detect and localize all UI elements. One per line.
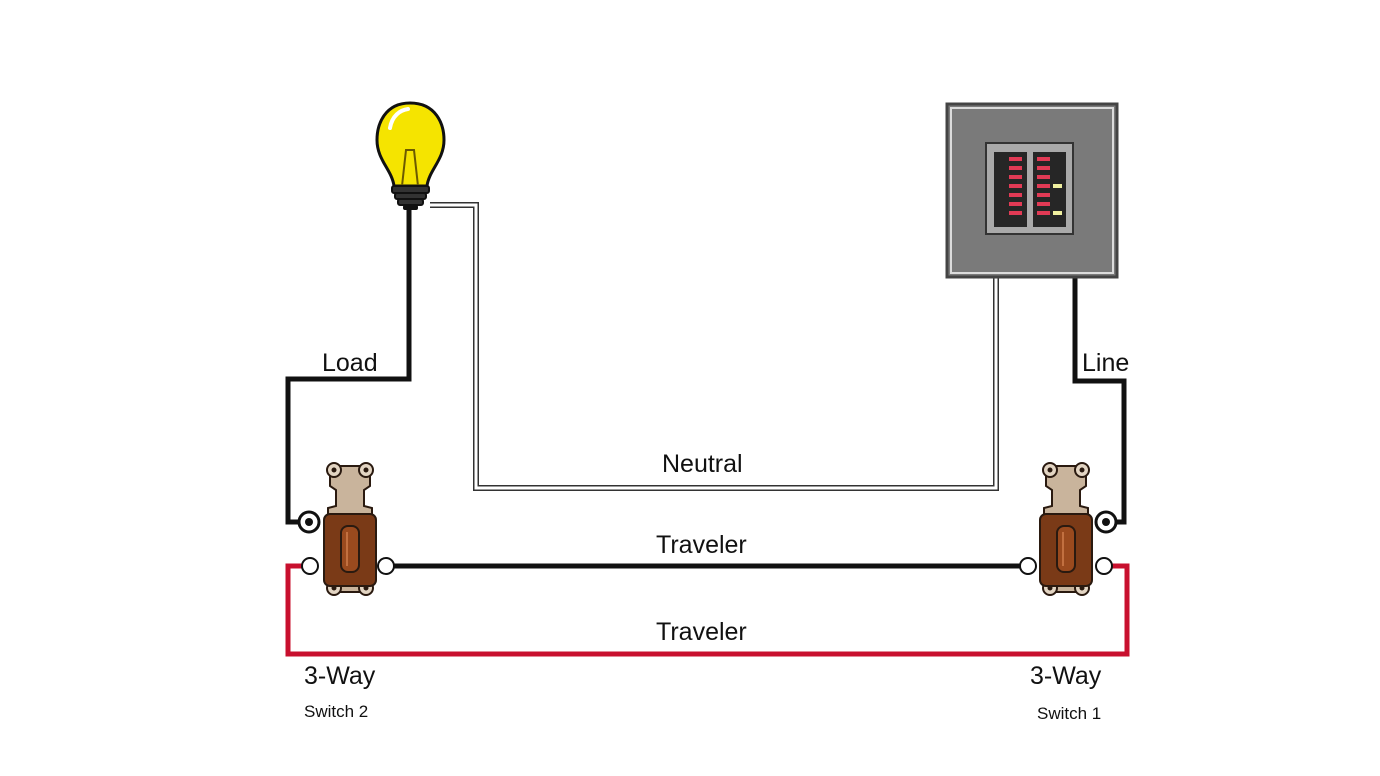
- breaker-panel-icon: [945, 102, 1119, 279]
- light-bulb-icon: [375, 101, 446, 210]
- switch-1-name-label: Switch 1: [1037, 704, 1101, 723]
- neutral-wire: [430, 202, 999, 491]
- traveler-wire-red: [285, 563, 1130, 657]
- switch-2-name-label: Switch 2: [304, 702, 368, 721]
- load-wire: [285, 210, 412, 525]
- traveler-top-label: Traveler: [656, 531, 747, 559]
- line-label: Line: [1082, 349, 1129, 377]
- switch-1-type-label: 3-Way: [1030, 662, 1102, 690]
- load-label: Load: [322, 349, 378, 377]
- switch-2-type-label: 3-Way: [304, 662, 376, 690]
- neutral-label: Neutral: [662, 450, 743, 478]
- switch-2-terminals: [297, 510, 395, 575]
- switch-2-icon: [323, 462, 377, 596]
- line-wire: [1072, 278, 1127, 525]
- switch-1-terminals: [1019, 510, 1118, 575]
- traveler-bottom-label: Traveler: [656, 618, 747, 646]
- switch-1-icon: [1039, 462, 1093, 596]
